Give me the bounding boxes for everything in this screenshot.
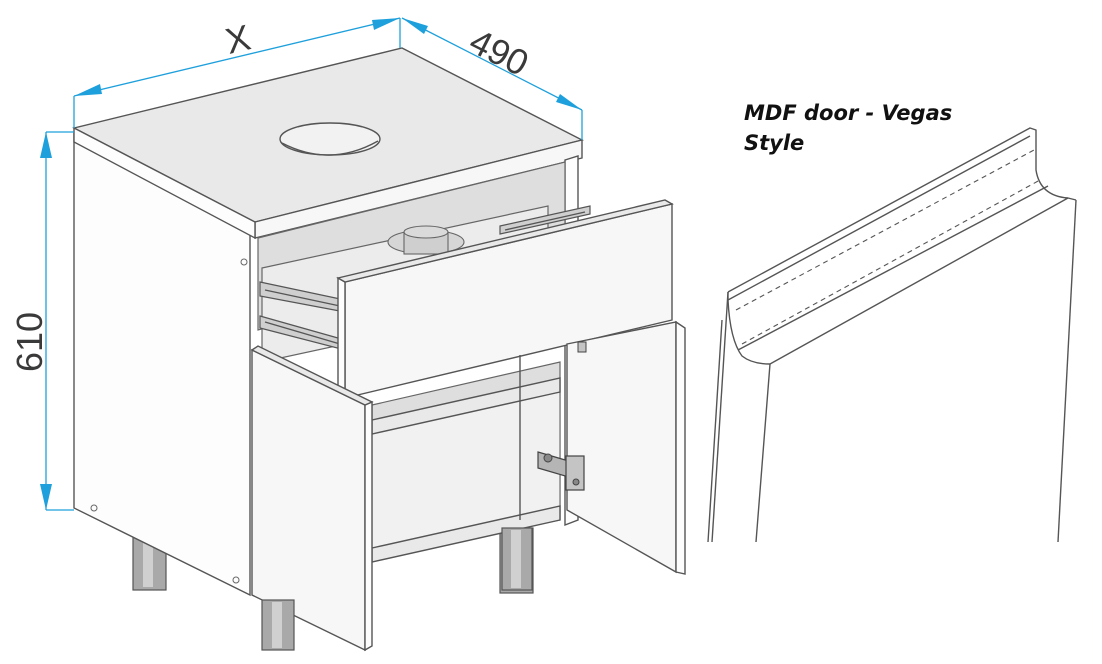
sink-hole-inner	[281, 140, 379, 156]
handle-groove-curve	[727, 197, 1069, 365]
side-screw	[240, 258, 248, 266]
right-door	[566, 321, 677, 574]
handle-groove-hidden-1	[741, 179, 1041, 345]
door-hinge	[537, 451, 585, 491]
door-outline-right	[1057, 199, 1077, 543]
side-screw	[232, 576, 240, 584]
dimension-width	[73, 17, 401, 128]
drawer-front-left-edge	[337, 276, 346, 400]
sink-hole	[279, 122, 381, 156]
handle-groove-rim	[727, 127, 1077, 293]
left-door-top-edge	[250, 345, 374, 406]
door-hinge-top	[577, 341, 587, 353]
right-door-edge	[675, 320, 686, 575]
cabinet	[72, 47, 686, 652]
door-front-inner-edge	[707, 319, 723, 543]
drawer-runner-right	[499, 205, 591, 235]
side-screw	[90, 504, 98, 512]
drawer-front-top-edge	[336, 199, 674, 283]
depth-label: 490	[463, 20, 535, 84]
dimension-height	[40, 131, 74, 511]
left-door-edge	[364, 400, 373, 652]
caption-line-2: Style	[744, 131, 805, 155]
siphon-pipe-top	[403, 225, 449, 239]
front-left-leg	[261, 599, 295, 651]
front-right-leg	[501, 527, 533, 591]
mdf-door-profile	[707, 127, 1077, 543]
handle-groove-lip	[737, 185, 1049, 351]
dimension-depth	[401, 17, 583, 140]
door-outline-left	[711, 291, 729, 543]
width-label: X	[222, 16, 255, 61]
door-caption: MDF door - Vegas Style	[744, 98, 974, 158]
worktop-left-edge	[73, 126, 256, 240]
height-label: 610	[9, 312, 50, 372]
handle-groove-hidden-2	[735, 149, 1035, 311]
caption-line-1: MDF door - Vegas	[744, 101, 953, 125]
door-front-edge	[755, 363, 771, 543]
